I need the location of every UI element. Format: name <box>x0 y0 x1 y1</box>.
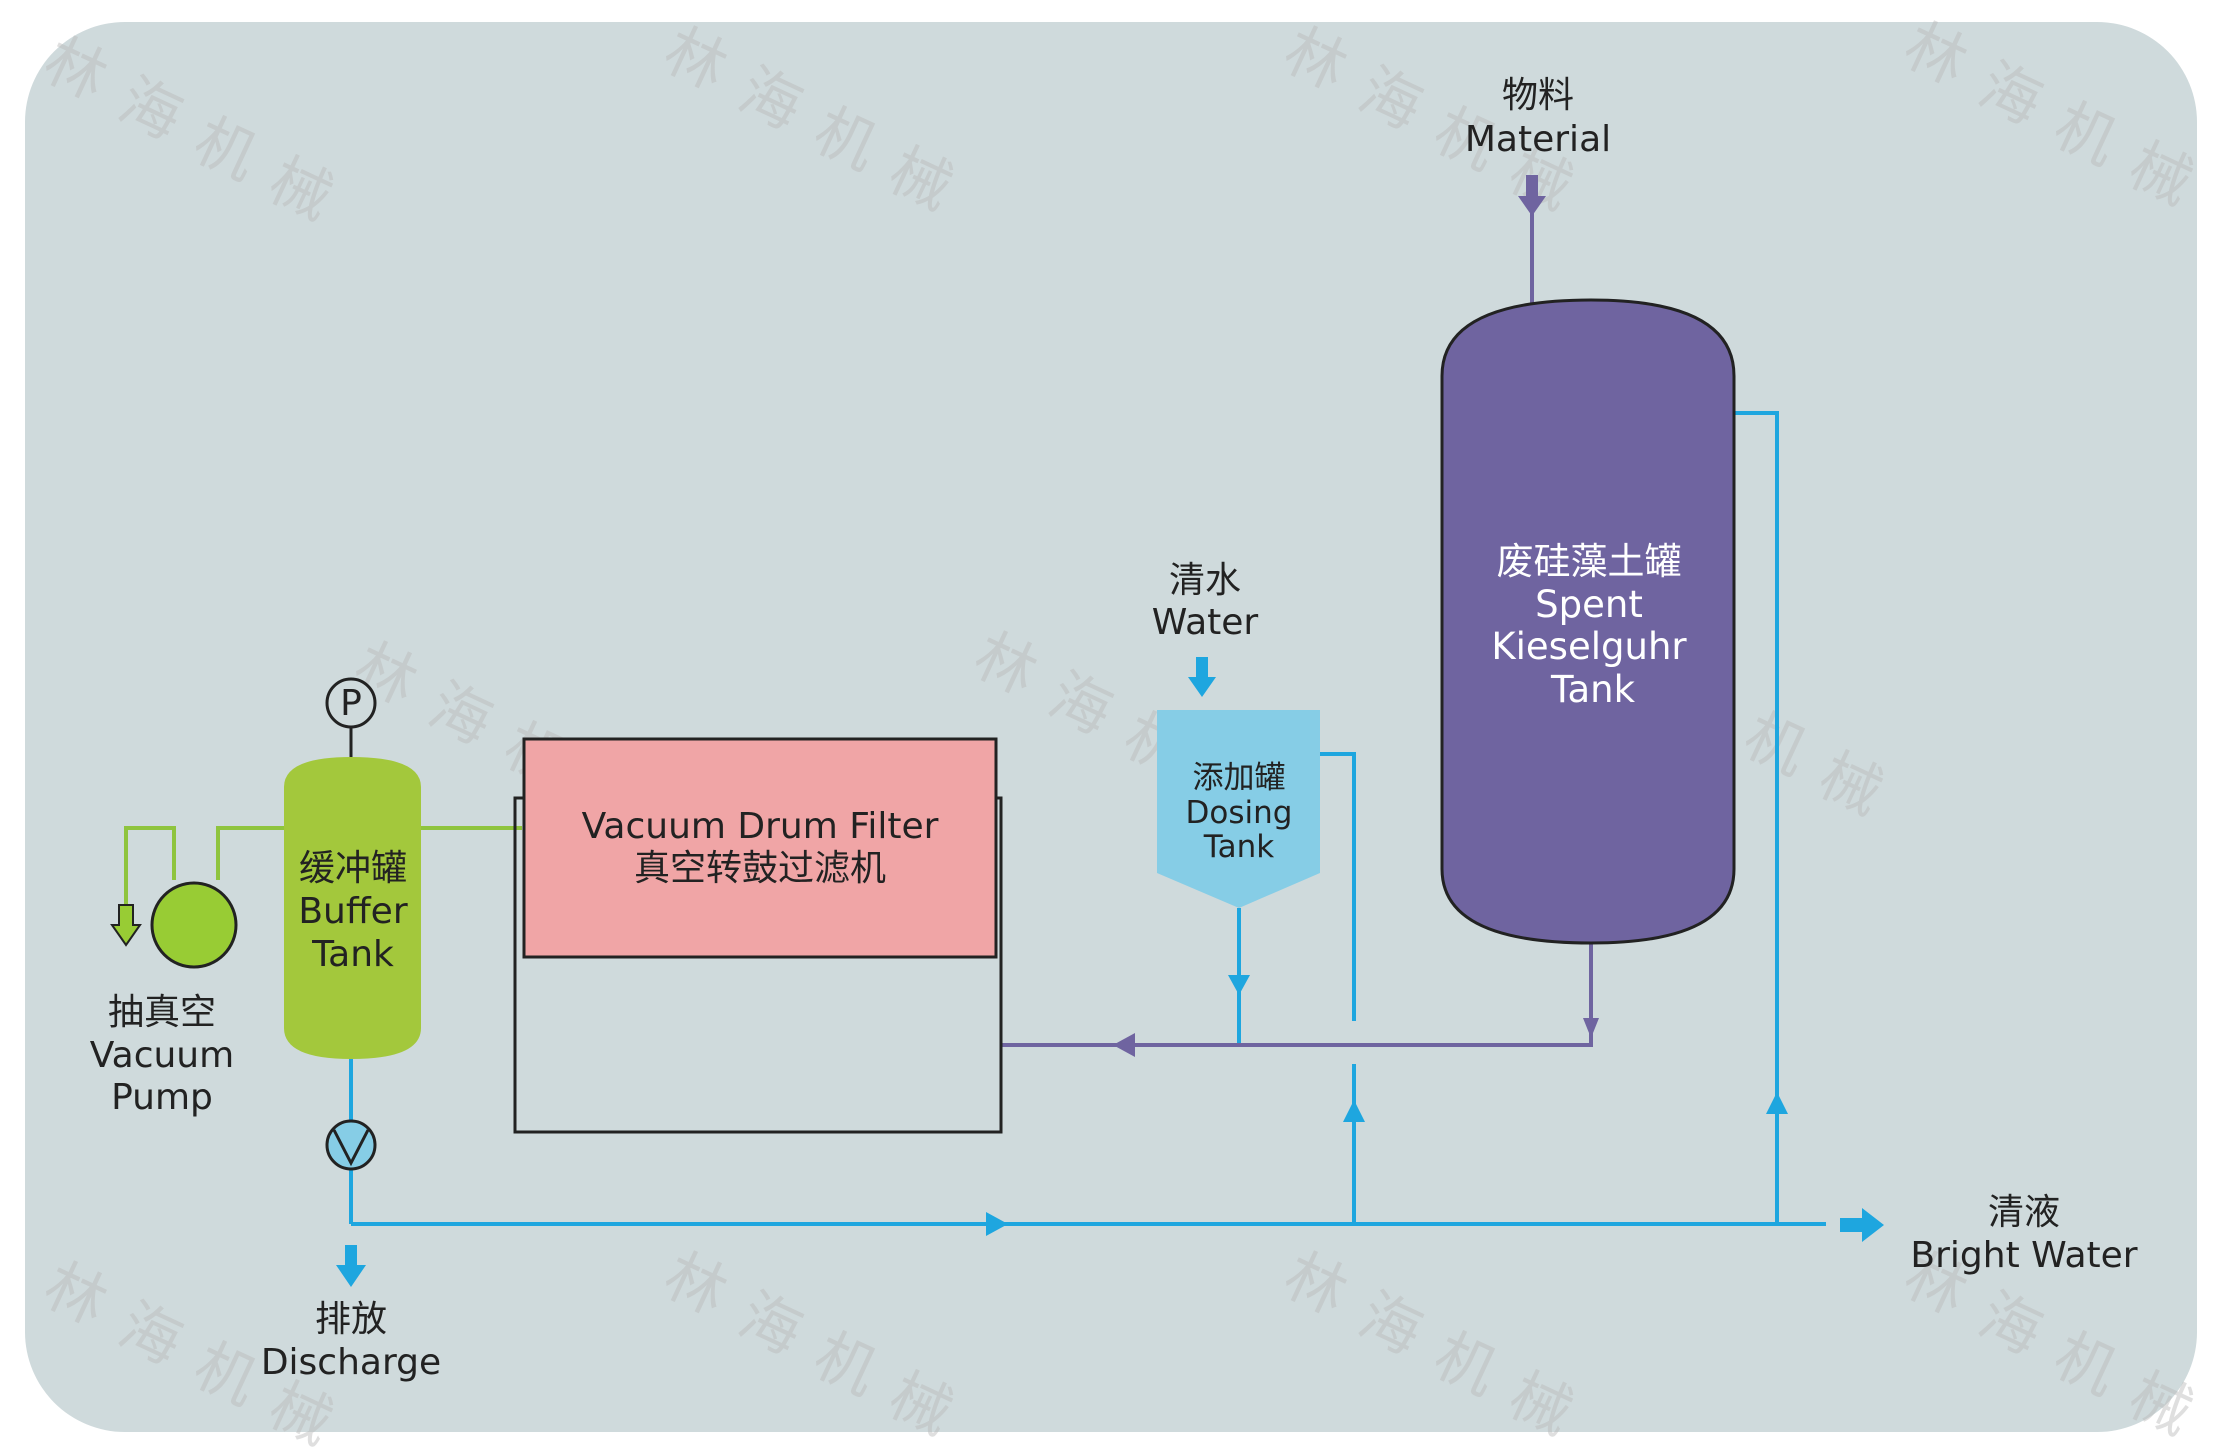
dosing-tank-label-en-1: Dosing <box>1186 795 1293 831</box>
check-valve-icon <box>325 1119 377 1171</box>
pump-bypass-line <box>124 826 176 905</box>
spent-tank-return-riser <box>1734 411 1779 1224</box>
drum-filter-label-en: Vacuum Drum Filter <box>582 806 939 847</box>
flow-arrow-icon <box>1228 975 1250 995</box>
pressure-gauge-icon <box>325 677 377 729</box>
dosing-return-riser-upper <box>1320 752 1356 1021</box>
water-inlet-arrow-icon <box>1188 657 1216 697</box>
dosing-tank-label-cn: 添加罐 <box>1193 760 1286 796</box>
material-inlet-arrow-icon <box>1518 175 1546 216</box>
drum-filter-label-cn: 真空转鼓过滤机 <box>634 848 886 889</box>
vacuum-pump-label-cn: 抽真空 <box>108 992 216 1033</box>
buffer-tank <box>284 757 421 1059</box>
flow-arrow-icon <box>1766 1092 1788 1114</box>
flow-arrow-icon <box>1343 1100 1365 1122</box>
material-label-en: Material <box>1465 119 1611 160</box>
bright-water-label-cn: 清液 <box>1988 1192 2060 1233</box>
spent-kieselguhr-tank <box>1440 298 1736 945</box>
spent-tank-label-cn: 废硅藻土罐 <box>1497 540 1682 583</box>
buffer-tank-label-cn: 缓冲罐 <box>299 848 407 889</box>
spent-tank-label-en-1: Spent <box>1535 583 1643 626</box>
pressure-gauge-label: P <box>340 683 362 724</box>
vacuum-drum-filter <box>522 737 998 959</box>
discharge-label-en: Discharge <box>261 1342 441 1383</box>
dosing-tank <box>1157 710 1320 908</box>
spent-tank-label-en-2: Kieselguhr <box>1491 625 1687 668</box>
vacuum-pump-label-en-2: Pump <box>111 1077 213 1118</box>
water-label-en: Water <box>1152 602 1259 643</box>
dosing-tank-label-en-2: Tank <box>1203 829 1274 865</box>
check-valve-chevron <box>332 1129 370 1167</box>
water-label-cn: 清水 <box>1169 560 1241 601</box>
bright-water-label-en: Bright Water <box>1910 1235 2137 1276</box>
slurry-flow-arrows <box>1113 175 1599 1057</box>
material-label-cn: 物料 <box>1502 75 1574 116</box>
discharge-label-cn: 排放 <box>315 1299 387 1340</box>
vacuum-lines <box>124 826 522 905</box>
bright-water-arrow-icon <box>1840 1208 1884 1242</box>
spent-tank-outlet-line <box>1001 943 1593 1047</box>
vacuum-pump-label-en-1: Vacuum <box>90 1035 234 1076</box>
water-flow-arrows <box>336 657 1884 1287</box>
pump-to-buffer-line <box>216 826 286 880</box>
buffer-tank-label-en-1: Buffer <box>298 891 407 932</box>
flow-arrow-icon <box>1113 1033 1135 1057</box>
buffer-tank-label-en-2: Tank <box>311 934 394 975</box>
water-lines <box>349 411 1826 1226</box>
spent-tank-label-en-3: Tank <box>1550 668 1636 711</box>
discharge-arrow-icon <box>336 1245 366 1287</box>
vacuum-pump-icon <box>150 881 238 969</box>
flow-arrow-icon <box>986 1212 1008 1236</box>
vacuum-exhaust-arrow-icon <box>110 904 142 947</box>
flow-arrow-icon <box>1583 1018 1599 1038</box>
